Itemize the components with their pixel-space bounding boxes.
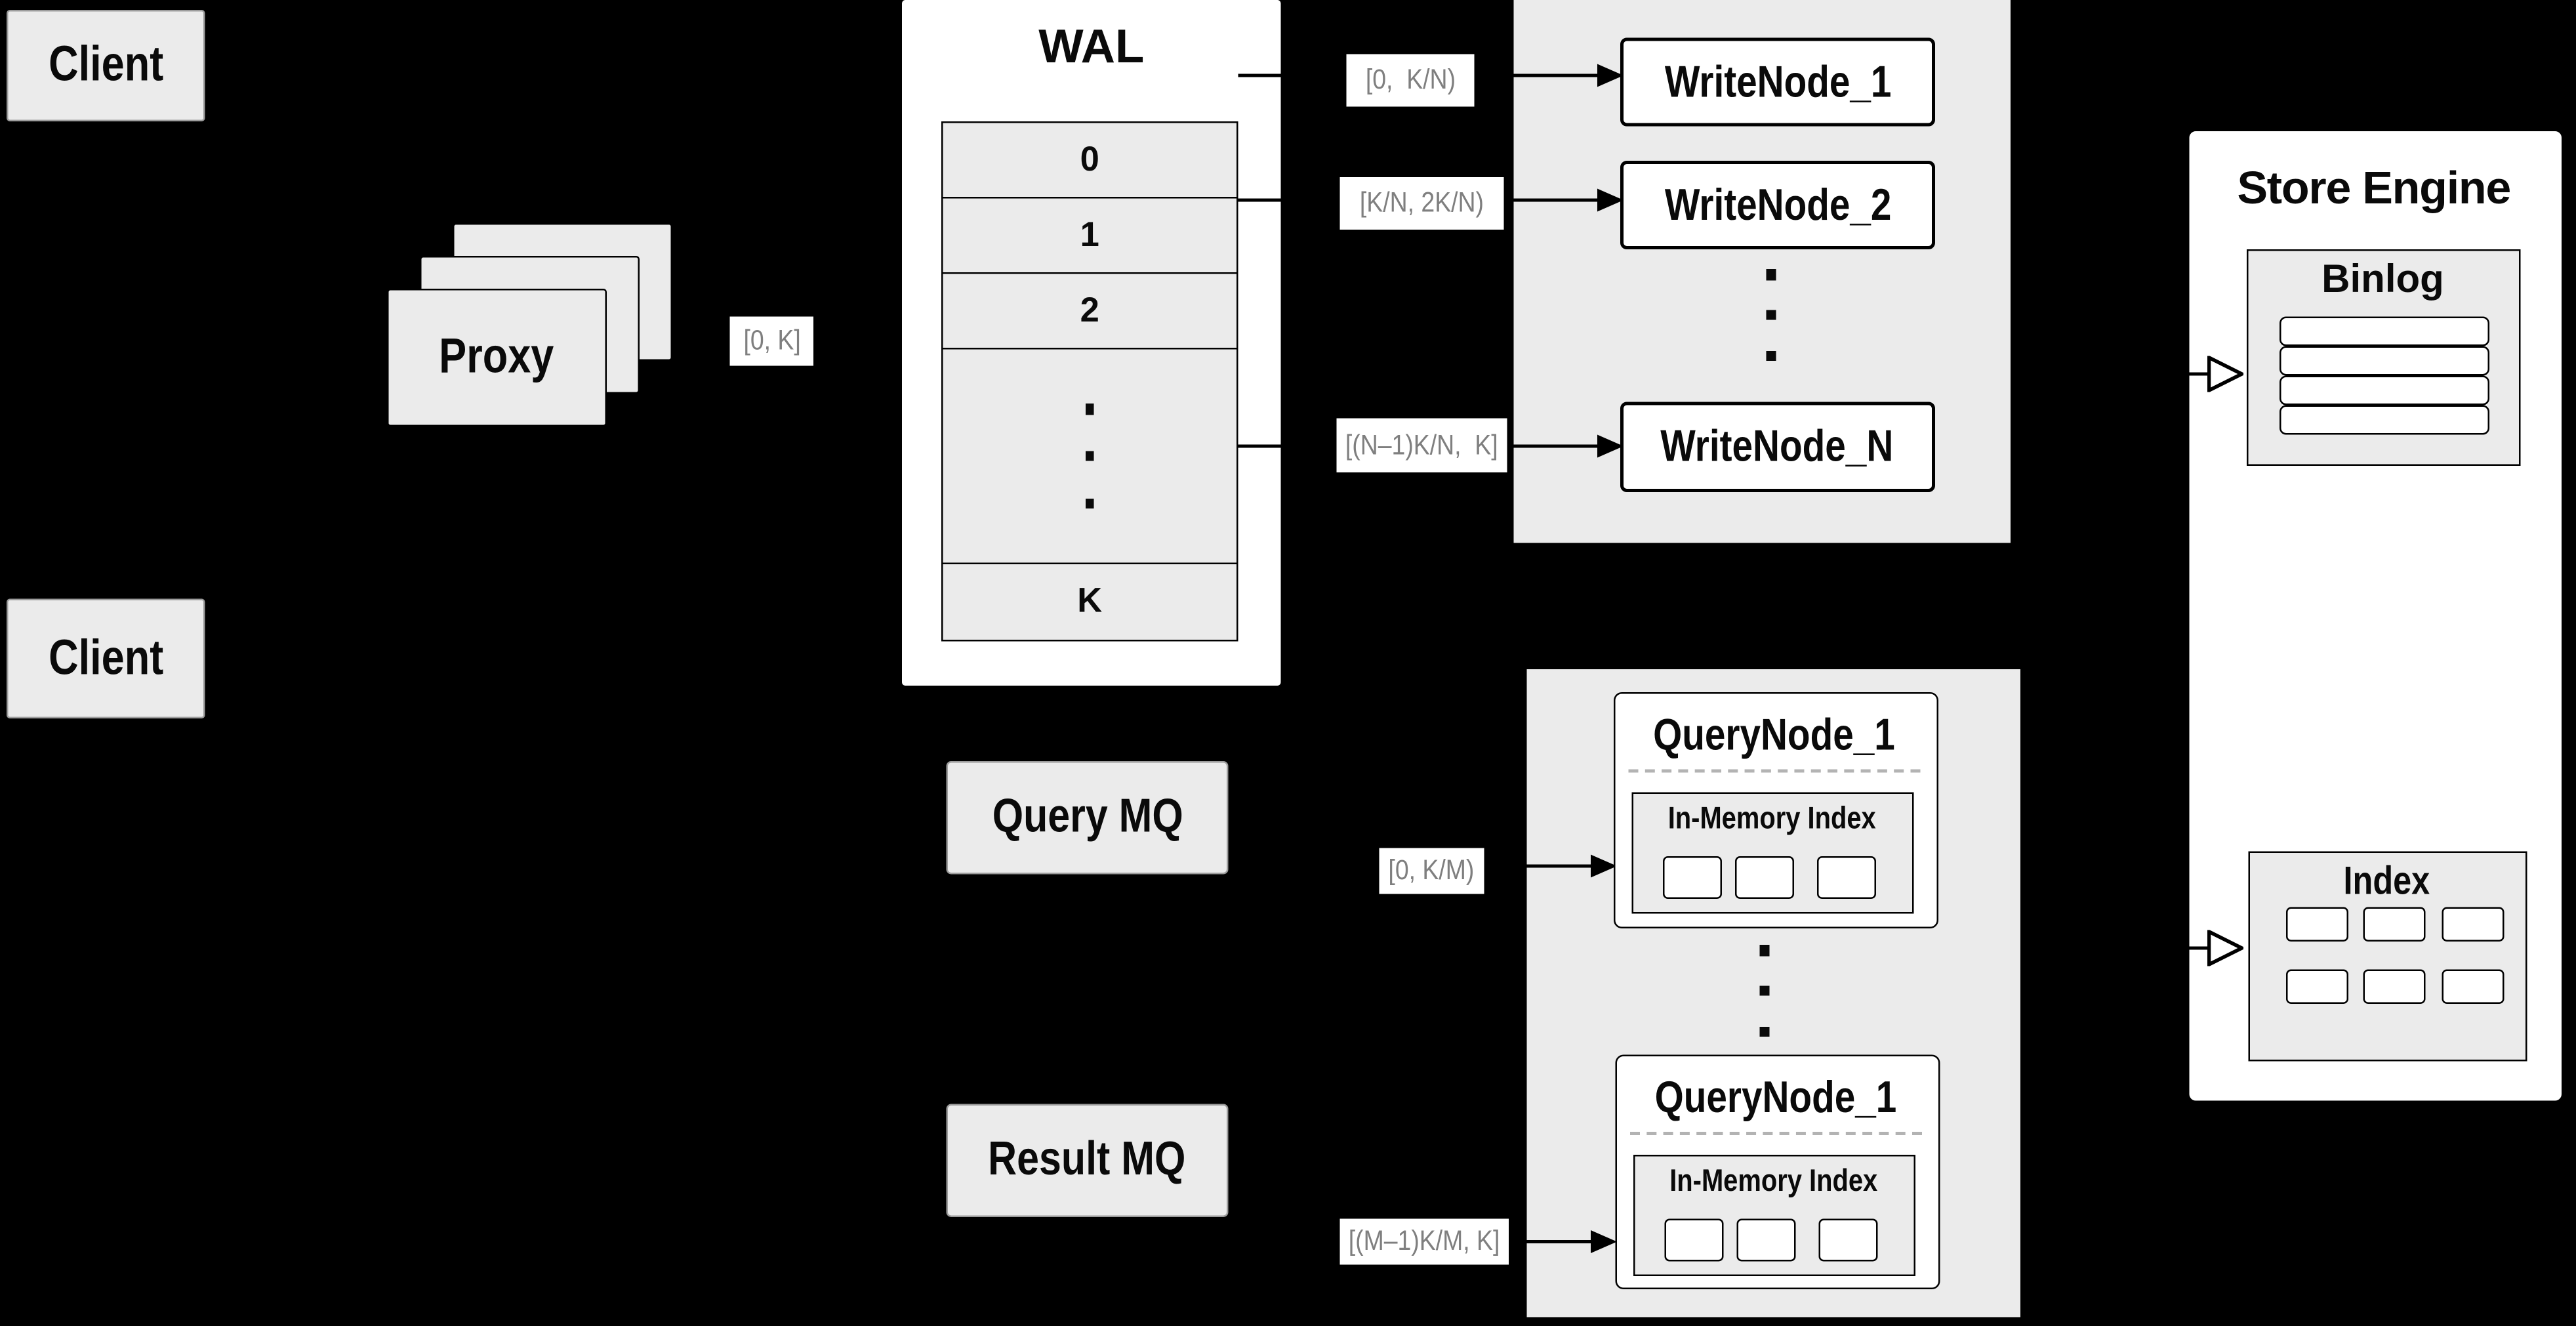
- index-segment: [2442, 969, 2504, 1004]
- memory-segment: [1736, 1218, 1796, 1262]
- client-box-top: Client: [7, 10, 205, 121]
- arrow-head-icon: [1597, 64, 1624, 87]
- index-segment: [2363, 969, 2426, 1004]
- in-memory-index-title: In-Memory Index: [1669, 1165, 1878, 1199]
- wal-segment-table: 0 1 2 K: [941, 121, 1238, 642]
- index-segment: [2363, 907, 2426, 942]
- write-node-2: WriteNode_2: [1620, 161, 1935, 249]
- client-bottom-label: Client: [48, 631, 163, 685]
- binlog-row: [2280, 375, 2489, 405]
- arrow-line-writenode-1: [1513, 73, 1599, 78]
- arrow-line-querynode-top: [1526, 864, 1593, 869]
- arrow-line-querynode-bottom: [1526, 1240, 1593, 1244]
- index-segment: [2442, 907, 2504, 942]
- write-node-1: WriteNode_1: [1620, 37, 1935, 127]
- query-node-top-title: QueryNode_1: [1653, 709, 1896, 759]
- binlog-title: Binlog: [2321, 257, 2444, 302]
- index-title: Index: [2343, 860, 2430, 904]
- wal-segment-row: 2: [943, 272, 1237, 348]
- wal-segment-row: 0: [943, 121, 1237, 197]
- write-range-label-2: [K/N, 2K/N): [1339, 177, 1504, 230]
- arrow-head-icon: [1597, 188, 1624, 212]
- write-node-n: WriteNode_N: [1620, 402, 1935, 492]
- wal-out-connector: [1238, 444, 1281, 448]
- arrow-head-icon: [1591, 1230, 1617, 1253]
- vertical-ellipsis-icon: [1755, 945, 1774, 1037]
- query-node-bottom-title: QueryNode_1: [1655, 1071, 1897, 1121]
- proxy-label: Proxy: [439, 329, 555, 384]
- wal-title: WAL: [1038, 20, 1145, 73]
- binlog-row: [2280, 346, 2489, 376]
- client-top-label: Client: [48, 37, 163, 93]
- vertical-ellipsis-icon: [1761, 269, 1781, 361]
- vertical-ellipsis-icon: [1085, 404, 1095, 508]
- arrow-line-index: [2189, 946, 2213, 950]
- client-box-bottom: Client: [7, 598, 205, 718]
- dashed-divider: [1630, 1132, 1922, 1135]
- wal-out-connector: [1238, 198, 1281, 202]
- wal-segment-row: K: [943, 562, 1237, 640]
- wal-panel: WAL 0 1 2 K: [902, 0, 1281, 686]
- in-memory-index-bottom: In-Memory Index: [1633, 1155, 1915, 1276]
- proxy-range-label: [0, K]: [729, 316, 813, 366]
- memory-segment: [1663, 856, 1722, 899]
- index-box: Index: [2248, 851, 2527, 1062]
- query-node-bottom: QueryNode_1 In-Memory Index: [1615, 1054, 1940, 1289]
- binlog-box: Binlog: [2247, 249, 2521, 466]
- store-engine-title: Store Engine: [2237, 162, 2511, 214]
- query-mq-box: Query MQ: [946, 761, 1229, 875]
- wal-segment-row: 1: [943, 197, 1237, 272]
- write-range-label-n: [(N–1)K/N, K]: [1336, 418, 1507, 472]
- result-mq-box: Result MQ: [946, 1104, 1229, 1217]
- query-range-label-top: [0, K/M): [1379, 848, 1484, 894]
- index-segment: [2286, 969, 2348, 1004]
- arrow-line-writenode-n: [1513, 444, 1599, 449]
- arrow-line-binlog: [2189, 372, 2213, 376]
- open-arrow-head-icon: [2207, 356, 2243, 392]
- query-node-top: QueryNode_1 In-Memory Index: [1614, 692, 1938, 928]
- wal-out-connector: [1238, 73, 1281, 77]
- index-segment: [2286, 907, 2348, 942]
- in-memory-index-top: In-Memory Index: [1631, 792, 1914, 914]
- arrow-head-icon: [1591, 854, 1617, 878]
- write-range-label-1: [0, K/N): [1346, 54, 1475, 107]
- arrow-head-icon: [1597, 434, 1624, 458]
- query-range-label-bottom: [(M–1)K/M, K]: [1339, 1218, 1509, 1265]
- memory-segment: [1817, 856, 1876, 899]
- in-memory-index-title: In-Memory Index: [1667, 802, 1876, 837]
- binlog-row: [2280, 405, 2489, 435]
- store-engine-box: Store Engine Binlog Index: [2188, 129, 2564, 1102]
- memory-segment: [1818, 1218, 1878, 1262]
- proxy-box-front: Proxy: [387, 289, 607, 426]
- memory-segment: [1735, 856, 1794, 899]
- arrow-line-writenode-2: [1513, 198, 1599, 203]
- wal-ellipsis-cell: [943, 348, 1237, 563]
- binlog-row: [2280, 316, 2489, 346]
- open-arrow-head-icon: [2207, 930, 2243, 966]
- memory-segment: [1664, 1218, 1724, 1262]
- dashed-divider: [1628, 769, 1921, 773]
